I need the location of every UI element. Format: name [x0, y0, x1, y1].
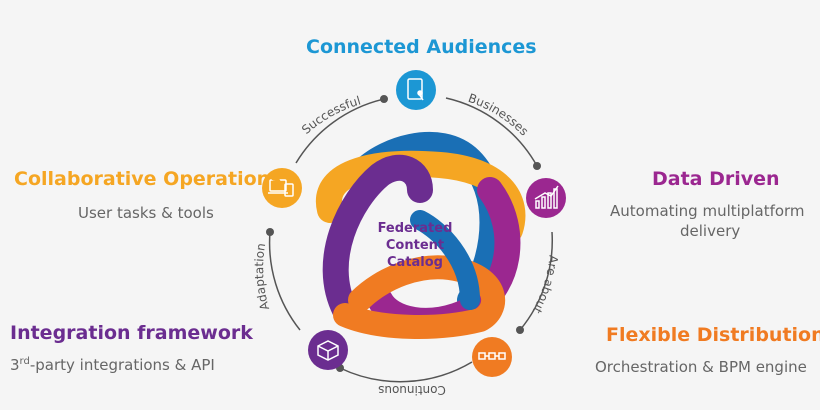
arc-label-continuous: Continuous — [378, 383, 446, 397]
center-title-line2: Content — [386, 238, 444, 253]
title-connected-audiences: Connected Audiences — [306, 36, 537, 58]
subtitle-integration-framework: 3rd-party integrations & API — [10, 356, 215, 374]
node-integration-framework — [308, 330, 348, 370]
title-collaborative-operations: Collaborative Operations — [14, 168, 282, 190]
ring-arc — [339, 361, 473, 383]
node-collaborative-operations — [262, 168, 302, 208]
subtitle-data-driven-1: Automating multiplatform — [610, 202, 805, 220]
puzzle-icon — [317, 340, 339, 361]
arc-label-are-about: Are about — [530, 254, 561, 316]
ring-dot — [516, 326, 524, 334]
node-data-driven — [526, 178, 566, 218]
arc-label-successful: Successful — [299, 93, 362, 136]
arc-label-businesses: Businesses — [466, 91, 531, 138]
center-title-line1: Federated — [378, 221, 453, 236]
ring-arc — [295, 98, 385, 164]
subtitle-integration-post: -party integrations & API — [29, 356, 215, 374]
title-flexible-distribution: Flexible Distribution — [606, 324, 820, 346]
subtitle-collaborative-operations: User tasks & tools — [78, 204, 214, 222]
ring-dot — [533, 162, 541, 170]
subtitle-flexible-distribution: Orchestration & BPM engine — [595, 358, 807, 376]
title-data-driven: Data Driven — [652, 168, 780, 190]
ring-dot — [380, 95, 388, 103]
ring-dot — [266, 228, 274, 236]
subtitle-integration-pre: 3 — [10, 356, 20, 374]
node-connected-audiences — [396, 70, 436, 110]
ring-arc — [445, 97, 538, 167]
tablet-touch-icon — [407, 78, 424, 101]
center-title-line3: Catalog — [387, 255, 443, 270]
devices-icon — [268, 179, 294, 197]
subtitle-integration-sup: rd — [19, 356, 30, 367]
bar-chart-icon — [534, 185, 559, 209]
title-integration-framework: Integration framework — [10, 322, 253, 344]
node-flexible-distribution — [472, 337, 512, 377]
center-ribbons — [316, 132, 526, 339]
ring-arc — [268, 231, 301, 331]
workflow-icon — [478, 352, 506, 360]
arc-label-adaptation: Adaptation — [252, 242, 272, 312]
subtitle-data-driven-2: delivery — [680, 222, 741, 240]
ring-arc — [519, 231, 554, 331]
